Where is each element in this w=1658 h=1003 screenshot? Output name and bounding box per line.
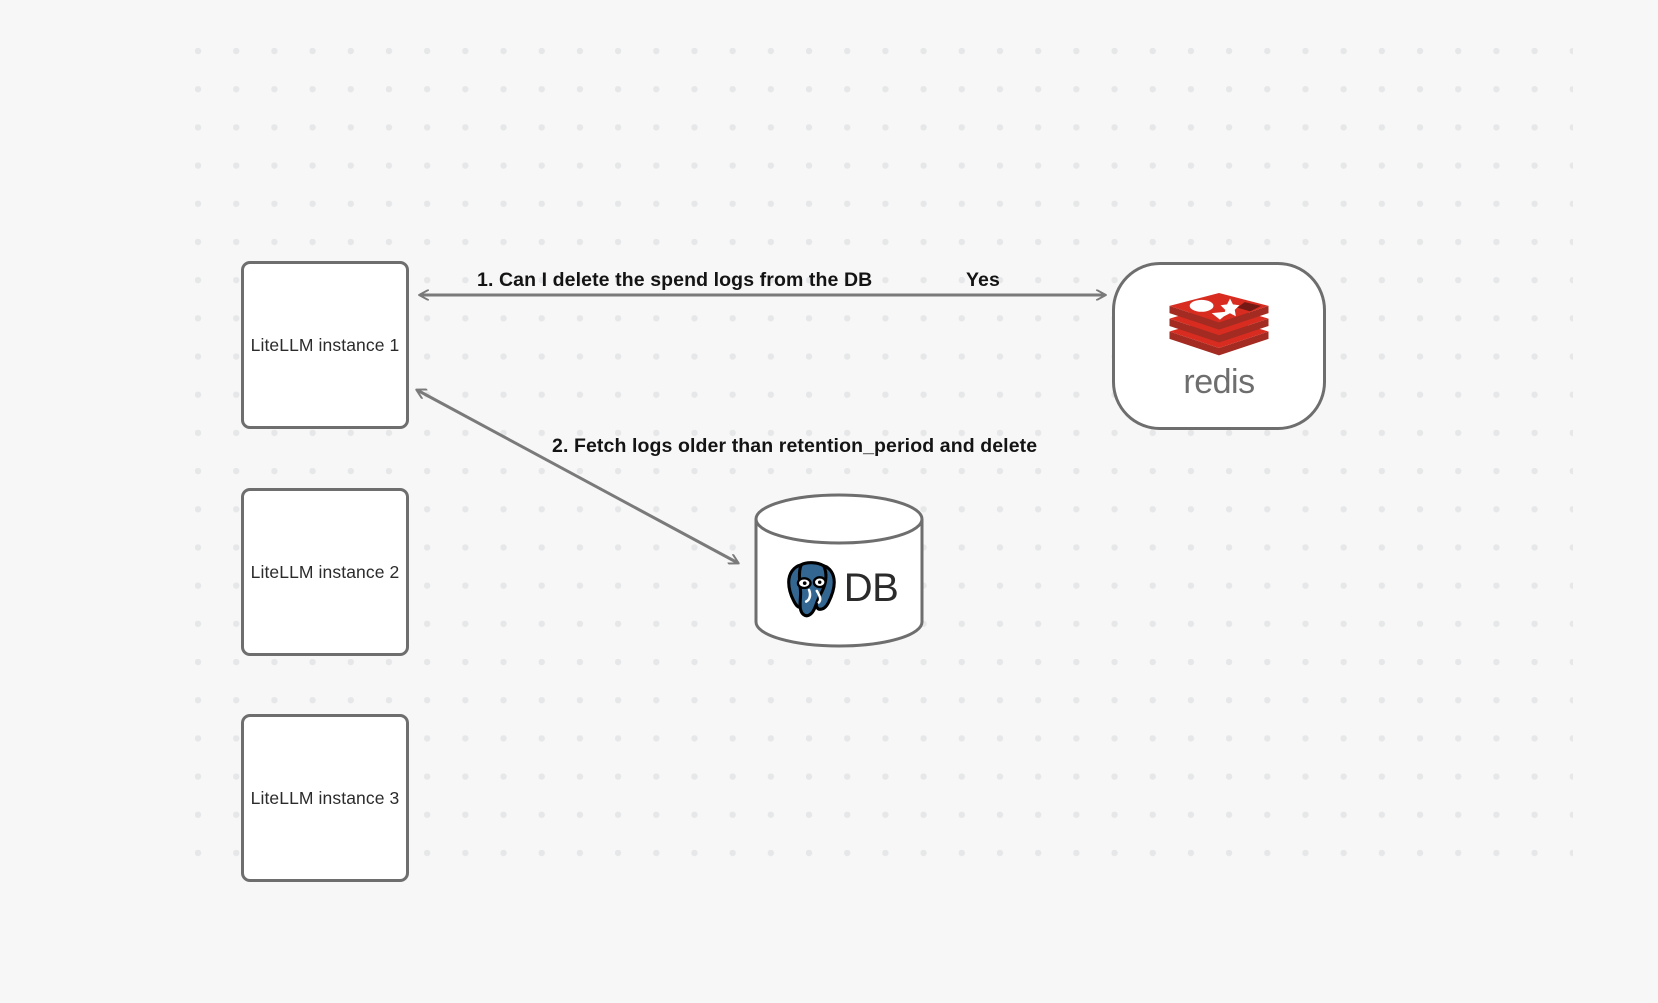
node-label: LiteLLM instance 2 [250, 561, 400, 582]
database-label: DB [843, 566, 899, 610]
redis-logo-icon: redis [1159, 290, 1279, 402]
edge-label-step-1: 1. Can I delete the spend logs from the … [477, 269, 873, 291]
node-litellm-instance-3[interactable]: LiteLLM instance 3 [241, 714, 409, 882]
edge-label-step-1-response: Yes [966, 269, 1000, 291]
node-litellm-instance-1[interactable]: LiteLLM instance 1 [241, 261, 409, 429]
redis-cube-icon [1169, 293, 1269, 356]
node-redis[interactable]: redis [1112, 262, 1326, 430]
edge-label-step-2: 2. Fetch logs older than retention_perio… [552, 435, 1038, 457]
cylinder-shape-icon [754, 493, 924, 648]
node-label: LiteLLM instance 1 [250, 334, 400, 355]
postgresql-elephant-icon [786, 561, 836, 618]
redis-wordmark: redis [1183, 363, 1255, 401]
database-logo-and-label: DB [753, 544, 925, 632]
node-database[interactable]: DB [753, 492, 925, 649]
node-litellm-instance-2[interactable]: LiteLLM instance 2 [241, 488, 409, 656]
node-label: LiteLLM instance 3 [250, 787, 400, 808]
